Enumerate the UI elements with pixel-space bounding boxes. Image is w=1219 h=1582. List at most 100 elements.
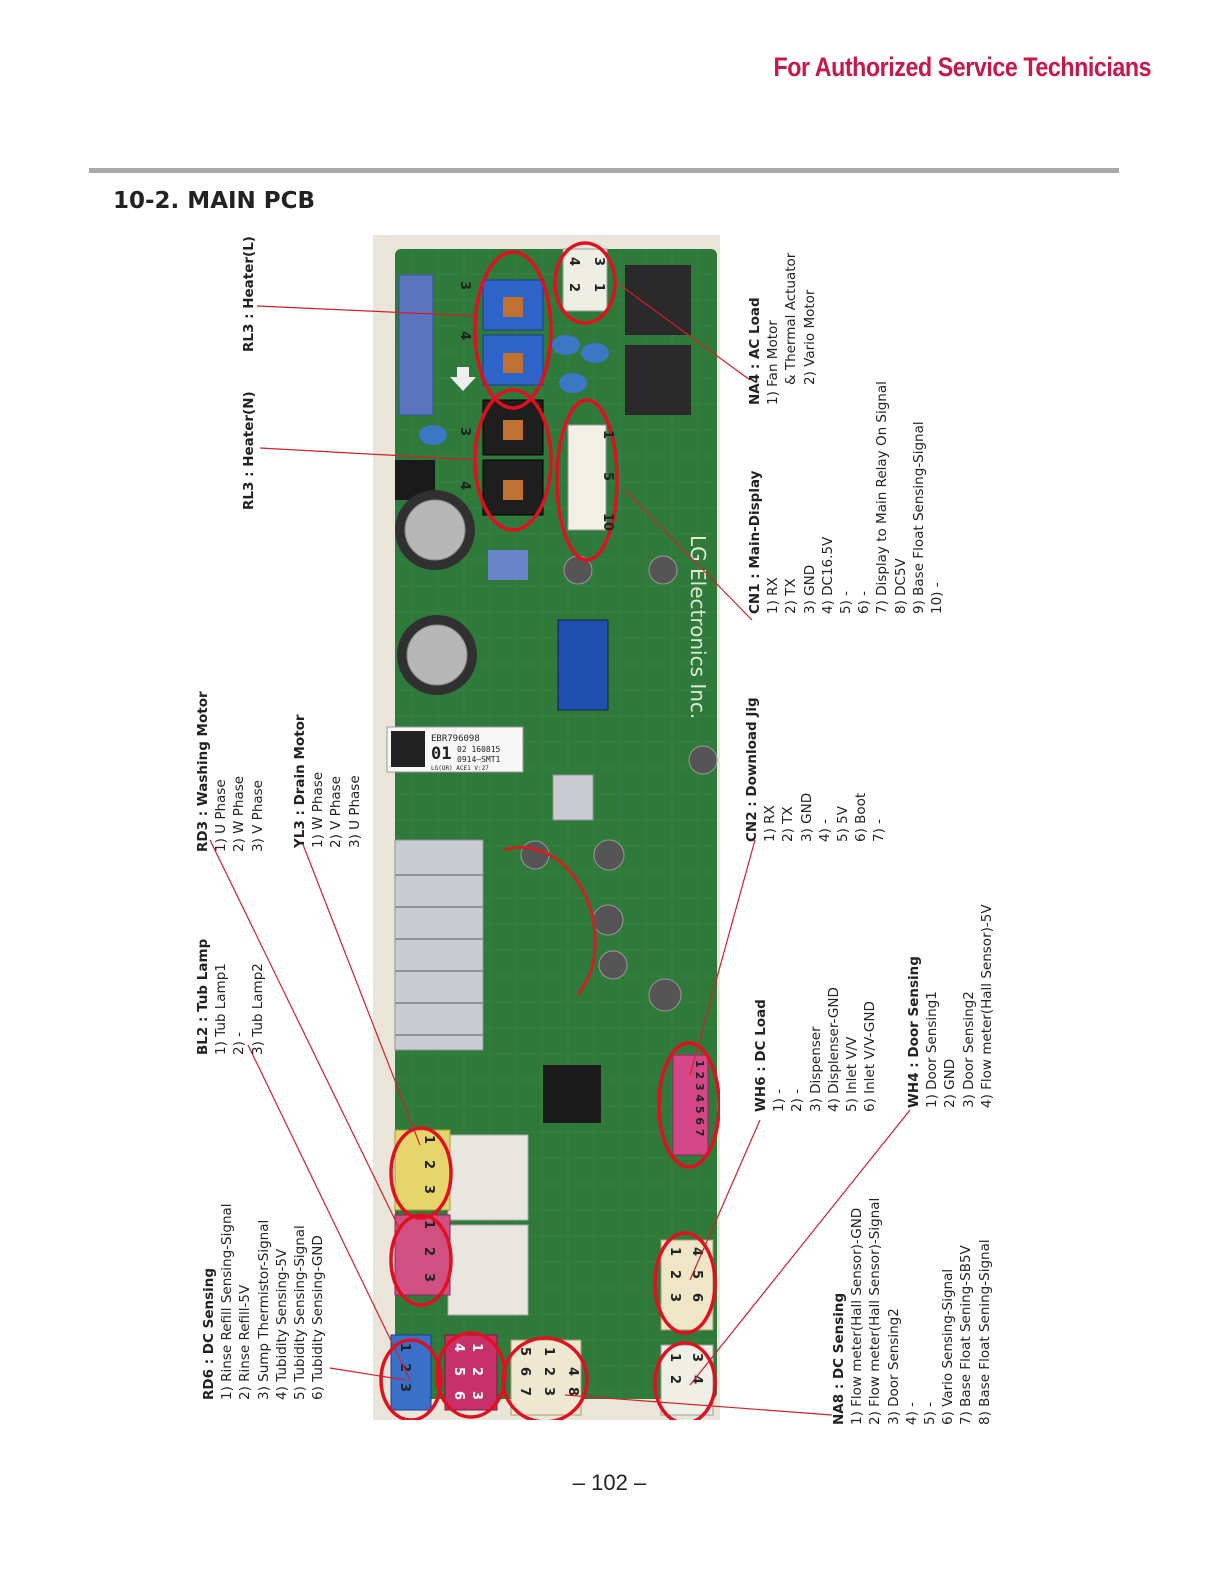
annotation-title: RL3 : Heater(N) [241, 391, 257, 510]
pin-na8-7: 7 [517, 1387, 532, 1396]
annotation-item: 2) Flow meter(Hall Sensor)-Signal [867, 1197, 884, 1425]
annotation-item: 1) RX [762, 805, 779, 842]
annotation-item: 9) Base Float Sensing-Signal [910, 421, 927, 614]
header-title: For Authorized Service Technicians [773, 52, 1151, 82]
annotation-item: 3) Door Sensing2 [960, 991, 977, 1108]
annotation-rd6: RD6 : DC Sensing 1) Rinse Refill Sensing… [200, 1203, 327, 1400]
annotation-item: 6) Vario Sensing-Signal [940, 1268, 957, 1425]
pin-rd3-3: 3 [421, 1273, 436, 1282]
annotation-item: 4) - [816, 818, 833, 842]
annotation-item: 2) TX [780, 806, 797, 842]
pin-rd6-1: 1 [397, 1343, 412, 1352]
pin-rd6b-1: 1 [469, 1343, 484, 1352]
annotation-item: 5) Inlet V/V [844, 1036, 861, 1112]
annotation-item: 2) Rinse Refill-5V [237, 1284, 254, 1400]
pin-na4-2: 2 [566, 283, 581, 292]
annotation-item: 3) Tub Lamp2 [249, 963, 266, 1055]
annotation-item: 3) Dispenser [807, 1026, 824, 1112]
annotation-title: WH4 : Door Sensing [906, 956, 922, 1108]
pcb-label-line-5: LG(OR) ACE1 V:27 [431, 765, 489, 772]
pcb-label-line-2: 01 [431, 744, 451, 764]
annotation-item: 5) 5V [835, 806, 852, 842]
pin-rd6b-5: 5 [451, 1367, 466, 1376]
annotation-title: RD6 : DC Sensing [201, 1267, 217, 1400]
pin-yl3-2: 2 [421, 1160, 436, 1169]
pin-relay-top-3: 3 [457, 281, 472, 290]
annotation-wh4: WH4 : Door Sensing 1) Door Sensing1 2) G… [905, 904, 996, 1108]
annotation-item: 10) - [929, 582, 946, 614]
annotation-item: 4) - [903, 1401, 920, 1425]
annotation-item: 1) W Phase [310, 771, 327, 848]
annotation-bl2: BL2 : Tub Lamp 1) Tub Lamp1 2) - 3) Tub … [194, 939, 267, 1055]
pin-na8-3: 3 [541, 1387, 556, 1396]
pin-wh6-4: 4 [689, 1247, 704, 1256]
annotation-item: 7) - [871, 818, 888, 842]
annotation-item: 5) - [922, 1401, 939, 1425]
annotation-yl3: YL3 : Drain Motor 1) W Phase 2) V Phase … [291, 714, 364, 848]
pin-rd6b-6: 6 [451, 1391, 466, 1400]
annotation-item: 4) Displenser-GND [825, 987, 842, 1112]
annotation-item: 1) Flow meter(Hall Sensor)-GND [849, 1207, 866, 1425]
annotation-item: 1) RX [765, 577, 782, 614]
pin-rd3-2: 2 [421, 1247, 436, 1256]
pin-rd6b-4: 4 [451, 1343, 466, 1352]
annotation-title: RD3 : Washing Motor [195, 691, 211, 852]
annotation-item: 1) Rinse Refill Sensing-Signal [219, 1203, 236, 1400]
section-title: 10-2. MAIN PCB [113, 188, 316, 214]
annotation-title: WH6 : DC Load [753, 999, 769, 1112]
annotation-item: 2) TX [783, 578, 800, 614]
pin-wh6-5: 5 [689, 1270, 704, 1279]
pin-relay-top-4: 4 [457, 331, 472, 340]
pcb-silkscreen: LG Electronics Inc. [686, 535, 710, 719]
pin-wh6-1: 1 [667, 1247, 682, 1256]
pcb-label-line-3: 02 160815 [457, 745, 501, 754]
header-rule [89, 168, 1119, 173]
annotation-item: 3) Sump Thermistor-Signal [255, 1219, 272, 1400]
annotation-title: RL3 : Heater(L) [241, 236, 257, 352]
pin-wh4-2: 2 [667, 1375, 682, 1384]
annotation-item: 2) - [231, 1031, 248, 1055]
pcb-label-line-1: EBR796098 [431, 734, 480, 744]
pin-rd6b-2: 2 [469, 1367, 484, 1376]
annotation-rl3-heater-l: RL3 : Heater(L) [240, 236, 258, 352]
annotation-rd3: RD3 : Washing Motor 1) U Phase 2) W Phas… [194, 691, 267, 852]
annotation-item: 4) Flow meter(Hall Sensor)-5V [978, 904, 995, 1108]
annotation-item: 6) Tubidity Sensing-GND [310, 1235, 327, 1400]
annotation-item: 2) - [789, 1088, 806, 1112]
pin-wh4-3: 3 [689, 1353, 704, 1362]
pin-yl3-3: 3 [421, 1185, 436, 1194]
pin-cn2: 1 2 3 4 5 6 7 [693, 1060, 706, 1137]
annotation-item: 1) Tub Lamp1 [213, 963, 230, 1055]
annotation-item: 3) U Phase [346, 775, 363, 848]
pin-na4-4: 4 [566, 257, 581, 266]
pin-na8-1: 1 [541, 1347, 556, 1356]
annotation-item: 3) GND [798, 792, 815, 842]
annotation-item: 3) GND [801, 564, 818, 614]
pin-yl3-1: 1 [421, 1135, 436, 1144]
pin-cn1-1: 1 [600, 430, 615, 439]
pin-cn1-5: 5 [600, 472, 615, 481]
pin-wh6-2: 2 [667, 1270, 682, 1279]
annotation-item: 6) Inlet V/V-GND [862, 1001, 879, 1112]
pin-relay-bottom-4: 4 [457, 481, 472, 490]
annotation-item: 8) DC5V [892, 558, 909, 614]
pin-na8-2: 2 [541, 1367, 556, 1376]
annotation-item: 4) DC16.5V [819, 536, 836, 614]
pin-rd3-1: 1 [421, 1220, 436, 1229]
pin-wh6-6: 6 [689, 1293, 704, 1302]
annotation-title: CN1 : Main-Display [747, 470, 763, 614]
pin-wh6-3: 3 [667, 1293, 682, 1302]
annotation-item: 1) Door Sensing1 [924, 991, 941, 1108]
annotation-item: 7) Display to Main Relay On Signal [874, 381, 891, 614]
annotation-na8: NA8 : DC Sensing 1) Flow meter(Hall Sens… [830, 1198, 994, 1425]
pin-rd6-2: 2 [397, 1363, 412, 1372]
annotation-item: 8) Base Float Sening-Signal [976, 1239, 993, 1425]
pcb-label-line-4: 0914–SMT1 [457, 755, 501, 764]
annotation-item: 4) Tubidity Sensing-5V [273, 1248, 290, 1400]
annotation-item: 2) V Phase [328, 776, 345, 848]
pin-rd6-3: 3 [397, 1383, 412, 1392]
annotation-item: 5) - [838, 590, 855, 614]
page-number: – 102 – [572, 1470, 647, 1495]
pin-na4-3: 3 [591, 257, 606, 266]
pin-na4-1: 1 [591, 283, 606, 292]
